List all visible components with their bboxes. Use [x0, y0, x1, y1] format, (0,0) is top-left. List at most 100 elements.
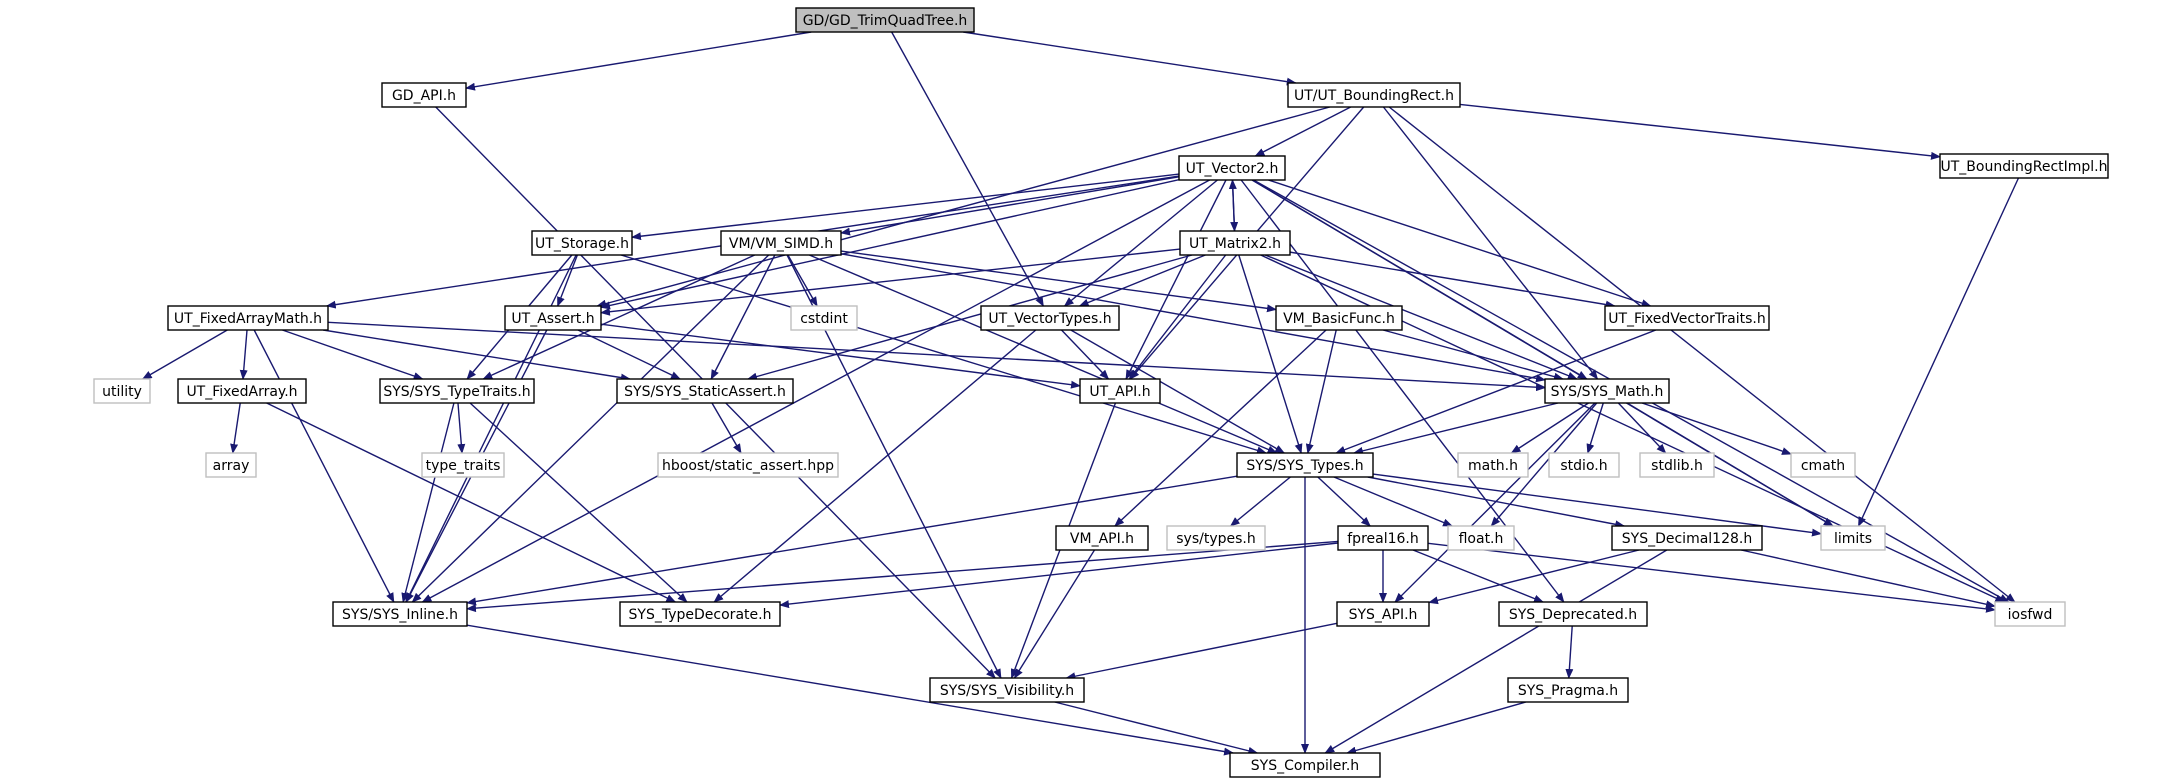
node-sysmath[interactable]: SYS/SYS_Math.h	[1544, 378, 1670, 404]
node-sysapi[interactable]: SYS_API.h	[1336, 601, 1430, 627]
edge-matrix2-to-vtypes	[1078, 254, 1206, 307]
node-box	[177, 378, 307, 404]
edge-sysmath-to-systypes	[1353, 402, 1559, 455]
node-assert[interactable]: UT_Assert.h	[504, 305, 602, 331]
node-systypes[interactable]: SYS/SYS_Types.h	[1236, 452, 1374, 478]
node-root[interactable]: GD/GD_TrimQuadTree.h	[795, 7, 975, 33]
node-box	[1236, 452, 1374, 478]
node-label: UT_Storage.h	[535, 236, 629, 252]
edge-inline-to-compiler	[466, 624, 1235, 756]
edge-matrix2-to-fvt	[1289, 251, 1616, 309]
edge-matrix2-to-sysmath	[1264, 254, 1578, 380]
node-label: UT_Vector2.h	[1186, 161, 1279, 177]
node-label: stdio.h	[1560, 458, 1607, 474]
node-box	[1994, 601, 2066, 627]
node-label: SYS/SYS_Types.h	[1246, 458, 1363, 474]
node-type_traits: type_traits	[421, 452, 505, 478]
edge-typetraits-to-typedecorate	[469, 402, 688, 603]
node-box	[1337, 525, 1429, 551]
edge-sysmath-to-limits	[1626, 402, 1834, 527]
node-bndimpl[interactable]: UT_BoundingRectImpl.h	[1939, 153, 2109, 179]
node-label: UT_FixedVectorTraits.h	[1608, 311, 1766, 327]
edge-systypes-to-limits	[1372, 473, 1822, 537]
node-fam[interactable]: UT_FixedArrayMath.h	[167, 305, 329, 331]
node-box	[1275, 305, 1403, 331]
node-label: SYS/SYS_Math.h	[1551, 384, 1664, 400]
node-label: VM_BasicFunc.h	[1283, 311, 1395, 327]
edge-vtypes-to-utapi	[1061, 329, 1110, 380]
edge-fvt-to-systypes	[1335, 329, 1657, 454]
node-box	[1507, 677, 1629, 703]
edge-root-to-vtypes	[891, 31, 1044, 307]
edge-sysmath-to-mathh	[1510, 402, 1589, 454]
node-simd[interactable]: VM/VM_SIMD.h	[720, 230, 842, 256]
node-box	[657, 452, 839, 478]
node-utility: utility	[93, 378, 151, 404]
edge-simd-to-typetraits	[482, 254, 756, 380]
edge-fam-to-fixedarray	[239, 329, 248, 380]
node-box	[795, 7, 975, 33]
node-bndrect[interactable]: UT/UT_BoundingRect.h	[1287, 82, 1461, 108]
node-label: SYS_TypeDecorate.h	[629, 607, 772, 623]
node-label: hboost/static_assert.hpp	[662, 458, 834, 474]
node-iosfwd: iosfwd	[1994, 601, 2066, 627]
node-label: float.h	[1459, 531, 1504, 547]
node-label: SYS/SYS_StaticAssert.h	[624, 384, 786, 400]
node-deprecated[interactable]: SYS_Deprecated.h	[1498, 601, 1648, 627]
edge-vec2-to-assert	[600, 179, 1180, 310]
node-typedecorate[interactable]: SYS_TypeDecorate.h	[619, 601, 781, 627]
edge-systypes-to-systypesh	[1229, 476, 1291, 527]
node-basicfunc[interactable]: VM_BasicFunc.h	[1275, 305, 1403, 331]
node-stdlib: stdlib.h	[1639, 452, 1715, 478]
node-fixedarray[interactable]: UT_FixedArray.h	[177, 378, 307, 404]
edge-fpreal16-to-iosfwd	[1427, 542, 1996, 613]
node-pragma[interactable]: SYS_Pragma.h	[1507, 677, 1629, 703]
edge-basicfunc-to-sysmath	[1382, 329, 1564, 381]
edge-root-to-gdapi	[465, 31, 812, 91]
node-box	[1055, 525, 1149, 551]
edge-basicfunc-to-systypes	[1305, 329, 1337, 454]
edge-dec128-to-compiler	[1324, 549, 1668, 754]
edge-fpreal16-to-typedecorate	[779, 542, 1339, 609]
node-compiler[interactable]: SYS_Compiler.h	[1229, 752, 1381, 778]
node-storage[interactable]: UT_Storage.h	[531, 230, 633, 256]
node-box	[1939, 153, 2109, 179]
node-dec128[interactable]: SYS_Decimal128.h	[1611, 525, 1763, 551]
edge-sysapi-to-visibility	[1065, 622, 1338, 681]
node-box	[1336, 601, 1430, 627]
node-box	[980, 305, 1120, 331]
node-label: SYS_Pragma.h	[1518, 683, 1618, 699]
node-typetraits[interactable]: SYS/SYS_TypeTraits.h	[379, 378, 535, 404]
edge-vec2-to-utapi	[1125, 179, 1227, 380]
node-label: sys/types.h	[1176, 531, 1255, 547]
edge-storage-to-systypes	[620, 254, 1267, 455]
edge-vec2-to-storage	[631, 173, 1180, 241]
node-box	[504, 305, 602, 331]
edge-fam-to-utility	[141, 329, 228, 380]
node-label: GD/GD_TrimQuadTree.h	[803, 13, 968, 29]
node-vec2[interactable]: UT_Vector2.h	[1178, 155, 1286, 181]
node-fvt[interactable]: UT_FixedVectorTraits.h	[1604, 305, 1770, 331]
node-gdapi[interactable]: GD_API.h	[381, 82, 467, 108]
edge-vtypes-to-systypes	[1070, 329, 1286, 454]
edge-simd-to-inline	[411, 254, 770, 603]
edge-bndrect-to-vec2	[1254, 106, 1351, 157]
node-matrix2[interactable]: UT_Matrix2.h	[1179, 230, 1291, 256]
node-box	[531, 230, 633, 256]
edge-matrix2-to-utapi	[1128, 254, 1227, 380]
node-box	[1447, 525, 1515, 551]
node-vmapi[interactable]: VM_API.h	[1055, 525, 1149, 551]
node-staticassert[interactable]: SYS/SYS_StaticAssert.h	[616, 378, 794, 404]
node-vtypes[interactable]: UT_VectorTypes.h	[980, 305, 1120, 331]
node-box	[379, 378, 535, 404]
node-label: fpreal16.h	[1347, 531, 1418, 547]
node-inline[interactable]: SYS/SYS_Inline.h	[332, 601, 468, 627]
node-visibility[interactable]: SYS/SYS_Visibility.h	[929, 677, 1085, 703]
edge-sysmath-to-stdio	[1586, 402, 1604, 454]
node-utapi[interactable]: UT_API.h	[1079, 378, 1161, 404]
edge-systypes-to-fpreal16	[1317, 476, 1371, 527]
edge-simd-to-staticassert	[710, 254, 776, 380]
node-fpreal16[interactable]: fpreal16.h	[1337, 525, 1429, 551]
node-label: UT/UT_BoundingRect.h	[1294, 88, 1454, 104]
